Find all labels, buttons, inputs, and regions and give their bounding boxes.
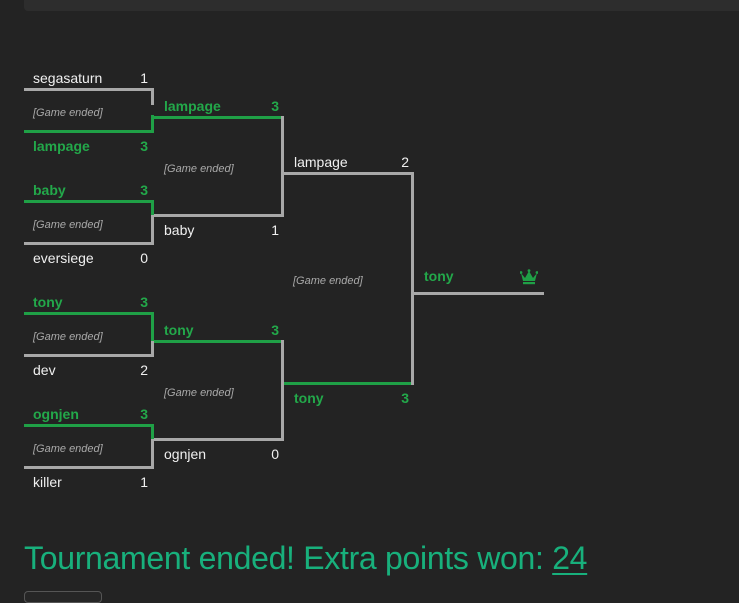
player-name: lampage [164, 98, 221, 114]
bracket-connector [151, 88, 154, 105]
player-score: 0 [140, 250, 148, 266]
player-name: killer [33, 474, 62, 490]
champion-name: tony [424, 268, 454, 284]
player-score: 3 [140, 294, 148, 310]
bracket-line-final-p2 [284, 382, 414, 385]
bracket-connector [151, 312, 154, 341]
match-status: [Game ended] [33, 331, 103, 343]
bracket-connector [151, 439, 154, 469]
player-name: tony [164, 322, 194, 338]
bracket-line-r1m4-p1 [24, 424, 154, 427]
player-name: tony [294, 390, 324, 406]
bracket-connector [281, 116, 284, 217]
player-name: baby [33, 182, 66, 198]
player-name: lampage [294, 154, 348, 170]
bracket-connector [151, 215, 154, 245]
bracket-line-r1m2-p1 [24, 200, 154, 203]
top-panel [24, 0, 739, 11]
player-score: 2 [401, 154, 409, 170]
bracket-line-r2m1-p2 [154, 214, 284, 217]
tournament-result-message: Tournament ended! Extra points won: 24 [24, 538, 587, 578]
player-name: ognjen [33, 406, 79, 422]
player-score: 3 [140, 138, 148, 154]
player-name: baby [164, 222, 195, 238]
match-status: [Game ended] [164, 163, 234, 175]
player-score: 3 [401, 390, 409, 406]
player-name: segasaturn [33, 70, 103, 86]
match-status: [Game ended] [164, 387, 234, 399]
bracket-line-final-p1 [284, 172, 414, 175]
match-status: [Game ended] [33, 219, 103, 231]
bracket-connector [281, 340, 284, 441]
bracket-line-r1m1-p2 [24, 130, 154, 133]
bracket-connector [151, 200, 154, 217]
player-score: 3 [140, 182, 148, 198]
result-text: Tournament ended! Extra points won: [24, 540, 553, 576]
bracket-line-r2m2-p1 [154, 340, 284, 343]
bracket-connector [151, 115, 154, 133]
player-name: eversiege [33, 250, 94, 266]
player-name: ognjen [164, 446, 207, 462]
tournament-bracket: segasaturn 1 [Game ended] lampage 3 baby… [24, 70, 544, 490]
bracket-line-r2m1-p1 [154, 116, 284, 119]
bracket-line-r1m4-p2 [24, 466, 154, 469]
player-score: 0 [271, 446, 279, 462]
player-score: 1 [140, 70, 148, 86]
match-status: [Game ended] [33, 443, 103, 455]
player-score: 3 [271, 322, 279, 338]
crown-icon [520, 269, 538, 285]
player-score: 2 [140, 362, 148, 378]
player-score: 1 [140, 474, 148, 490]
bottom-button[interactable] [24, 591, 102, 603]
player-score: 3 [140, 406, 148, 422]
bracket-line-r1m3-p1 [24, 312, 154, 315]
player-name: dev [33, 362, 56, 378]
player-score: 1 [271, 222, 279, 238]
bracket-line-r1m1-p1 [24, 88, 154, 91]
bracket-connector [411, 172, 414, 385]
player-score: 3 [271, 98, 279, 114]
bracket-line-r1m2-p2 [24, 242, 154, 245]
match-status: [Game ended] [293, 275, 363, 287]
bracket-line-champion [414, 292, 544, 295]
match-status: [Game ended] [33, 107, 103, 119]
bracket-connector [151, 341, 154, 357]
player-name: tony [33, 294, 63, 310]
bracket-connector [151, 424, 154, 441]
player-name: lampage [33, 138, 90, 154]
bracket-line-r1m3-p2 [24, 354, 154, 357]
bracket-line-r2m2-p2 [154, 438, 284, 441]
extra-points-link[interactable]: 24 [552, 540, 588, 576]
